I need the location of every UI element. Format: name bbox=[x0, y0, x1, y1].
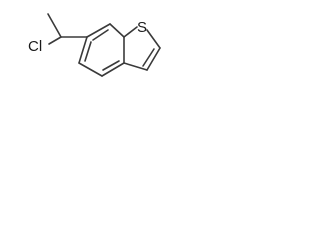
ring-bond-c3a-c4 bbox=[101, 62, 125, 77]
sulfur-atom-label: S bbox=[137, 19, 147, 36]
benzothiophene-structure: Cl S bbox=[28, 13, 161, 77]
ring-double-bond-c5-c6 bbox=[84, 41, 92, 62]
ring-double-bond-c6-c7 bbox=[92, 29, 109, 41]
thiophene-double-bond-c2-c3 bbox=[142, 48, 155, 67]
ring-bond-c5-c6 bbox=[78, 36, 88, 64]
thiophene-bond-s-c2 bbox=[146, 29, 161, 49]
thiophene-bond-c2-c3 bbox=[146, 47, 161, 71]
chlorine-atom-label: Cl bbox=[28, 38, 42, 55]
ring-double-bond-c3a-c4 bbox=[102, 60, 120, 71]
ring-bond-c6-c7 bbox=[86, 23, 111, 38]
ring-bond-c4-c5 bbox=[78, 62, 103, 77]
thiophene-bond-c7a-s bbox=[123, 26, 138, 38]
methyl-bond bbox=[47, 13, 62, 38]
c-cl-bond bbox=[48, 36, 62, 45]
thiophene-bond-c3-c3a bbox=[123, 62, 148, 71]
ring-bond-c7-c7a bbox=[109, 23, 125, 38]
